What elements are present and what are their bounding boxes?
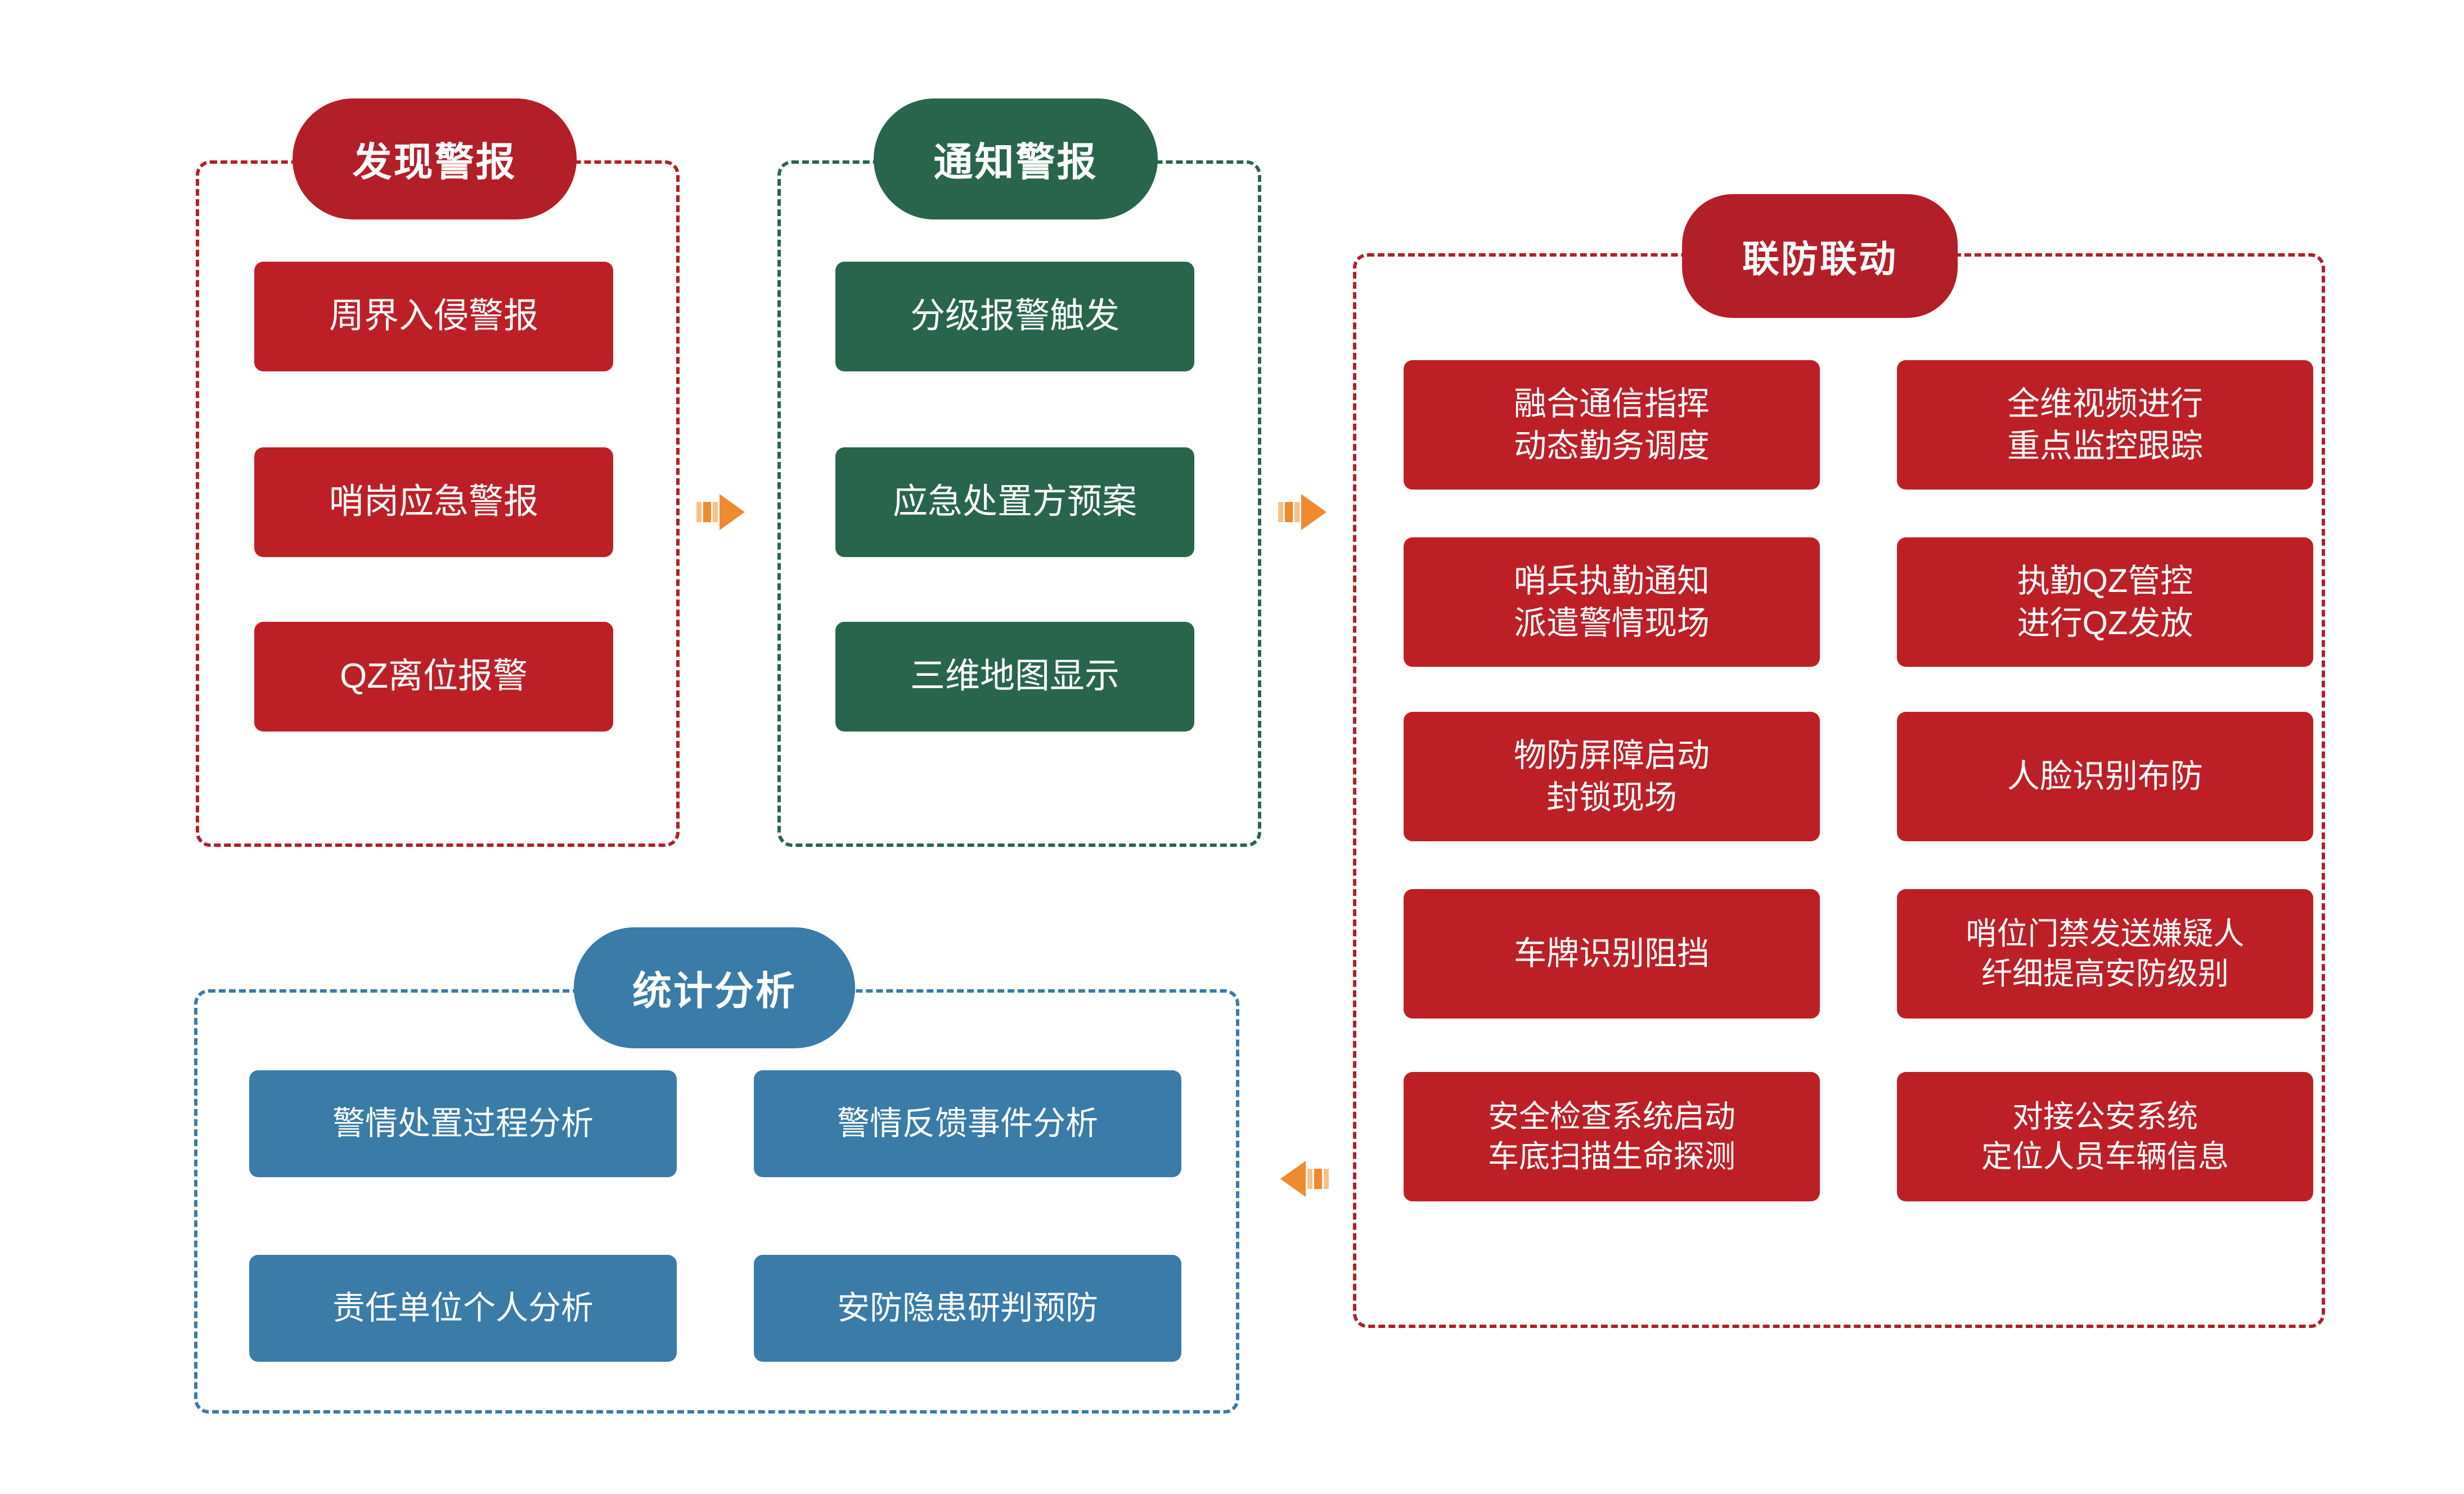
card-joint-defense-left-4[interactable]: 安全检查系统启动 车底扫描生命探测	[1404, 1072, 1820, 1201]
card-discover-alarm-2[interactable]: QZ离位报警	[254, 622, 613, 732]
card-joint-defense-right-0[interactable]: 全维视频进行 重点监控跟踪	[1897, 360, 2313, 490]
card-joint-defense-right-3[interactable]: 哨位门禁发送嫌疑人 纤细提高安防级别	[1897, 889, 2313, 1019]
card-statistics-analysis-left-0[interactable]: 警情处置过程分析	[249, 1070, 677, 1177]
arrow-discover-to-notify-icon	[696, 490, 747, 535]
arrow-notify-to-joint-icon	[1278, 490, 1329, 535]
card-statistics-analysis-left-1[interactable]: 责任单位个人分析	[249, 1255, 677, 1362]
card-notify-alarm-2[interactable]: 三维地图显示	[835, 622, 1194, 732]
card-joint-defense-left-2[interactable]: 物防屏障启动 封锁现场	[1404, 712, 1820, 841]
card-notify-alarm-1[interactable]: 应急处置方预案	[835, 447, 1194, 557]
card-joint-defense-left-0[interactable]: 融合通信指挥 动态勤务调度	[1404, 360, 1820, 490]
group-header-statistics-analysis[interactable]: 统计分析	[574, 927, 855, 1048]
card-statistics-analysis-right-0[interactable]: 警情反馈事件分析	[754, 1070, 1181, 1177]
card-statistics-analysis-right-1[interactable]: 安防隐患研判预防	[754, 1255, 1181, 1362]
card-discover-alarm-0[interactable]: 周界入侵警报	[254, 262, 613, 371]
group-header-joint-defense[interactable]: 联防联动	[1682, 194, 1958, 318]
card-joint-defense-left-3[interactable]: 车牌识别阻挡	[1404, 889, 1820, 1019]
card-notify-alarm-0[interactable]: 分级报警触发	[835, 262, 1194, 371]
card-joint-defense-right-1[interactable]: 执勤QZ管控 进行QZ发放	[1897, 537, 2313, 667]
arrow-joint-to-statistics-icon	[1278, 1156, 1329, 1201]
card-joint-defense-right-4[interactable]: 对接公安系统 定位人员车辆信息	[1897, 1072, 2313, 1201]
card-joint-defense-left-1[interactable]: 哨兵执勤通知 派遣警情现场	[1404, 537, 1820, 667]
card-joint-defense-right-2[interactable]: 人脸识别布防	[1897, 712, 2313, 841]
group-header-discover-alarm[interactable]: 发现警报	[293, 98, 577, 219]
card-discover-alarm-1[interactable]: 哨岗应急警报	[254, 447, 613, 557]
group-header-notify-alarm[interactable]: 通知警报	[874, 98, 1158, 219]
